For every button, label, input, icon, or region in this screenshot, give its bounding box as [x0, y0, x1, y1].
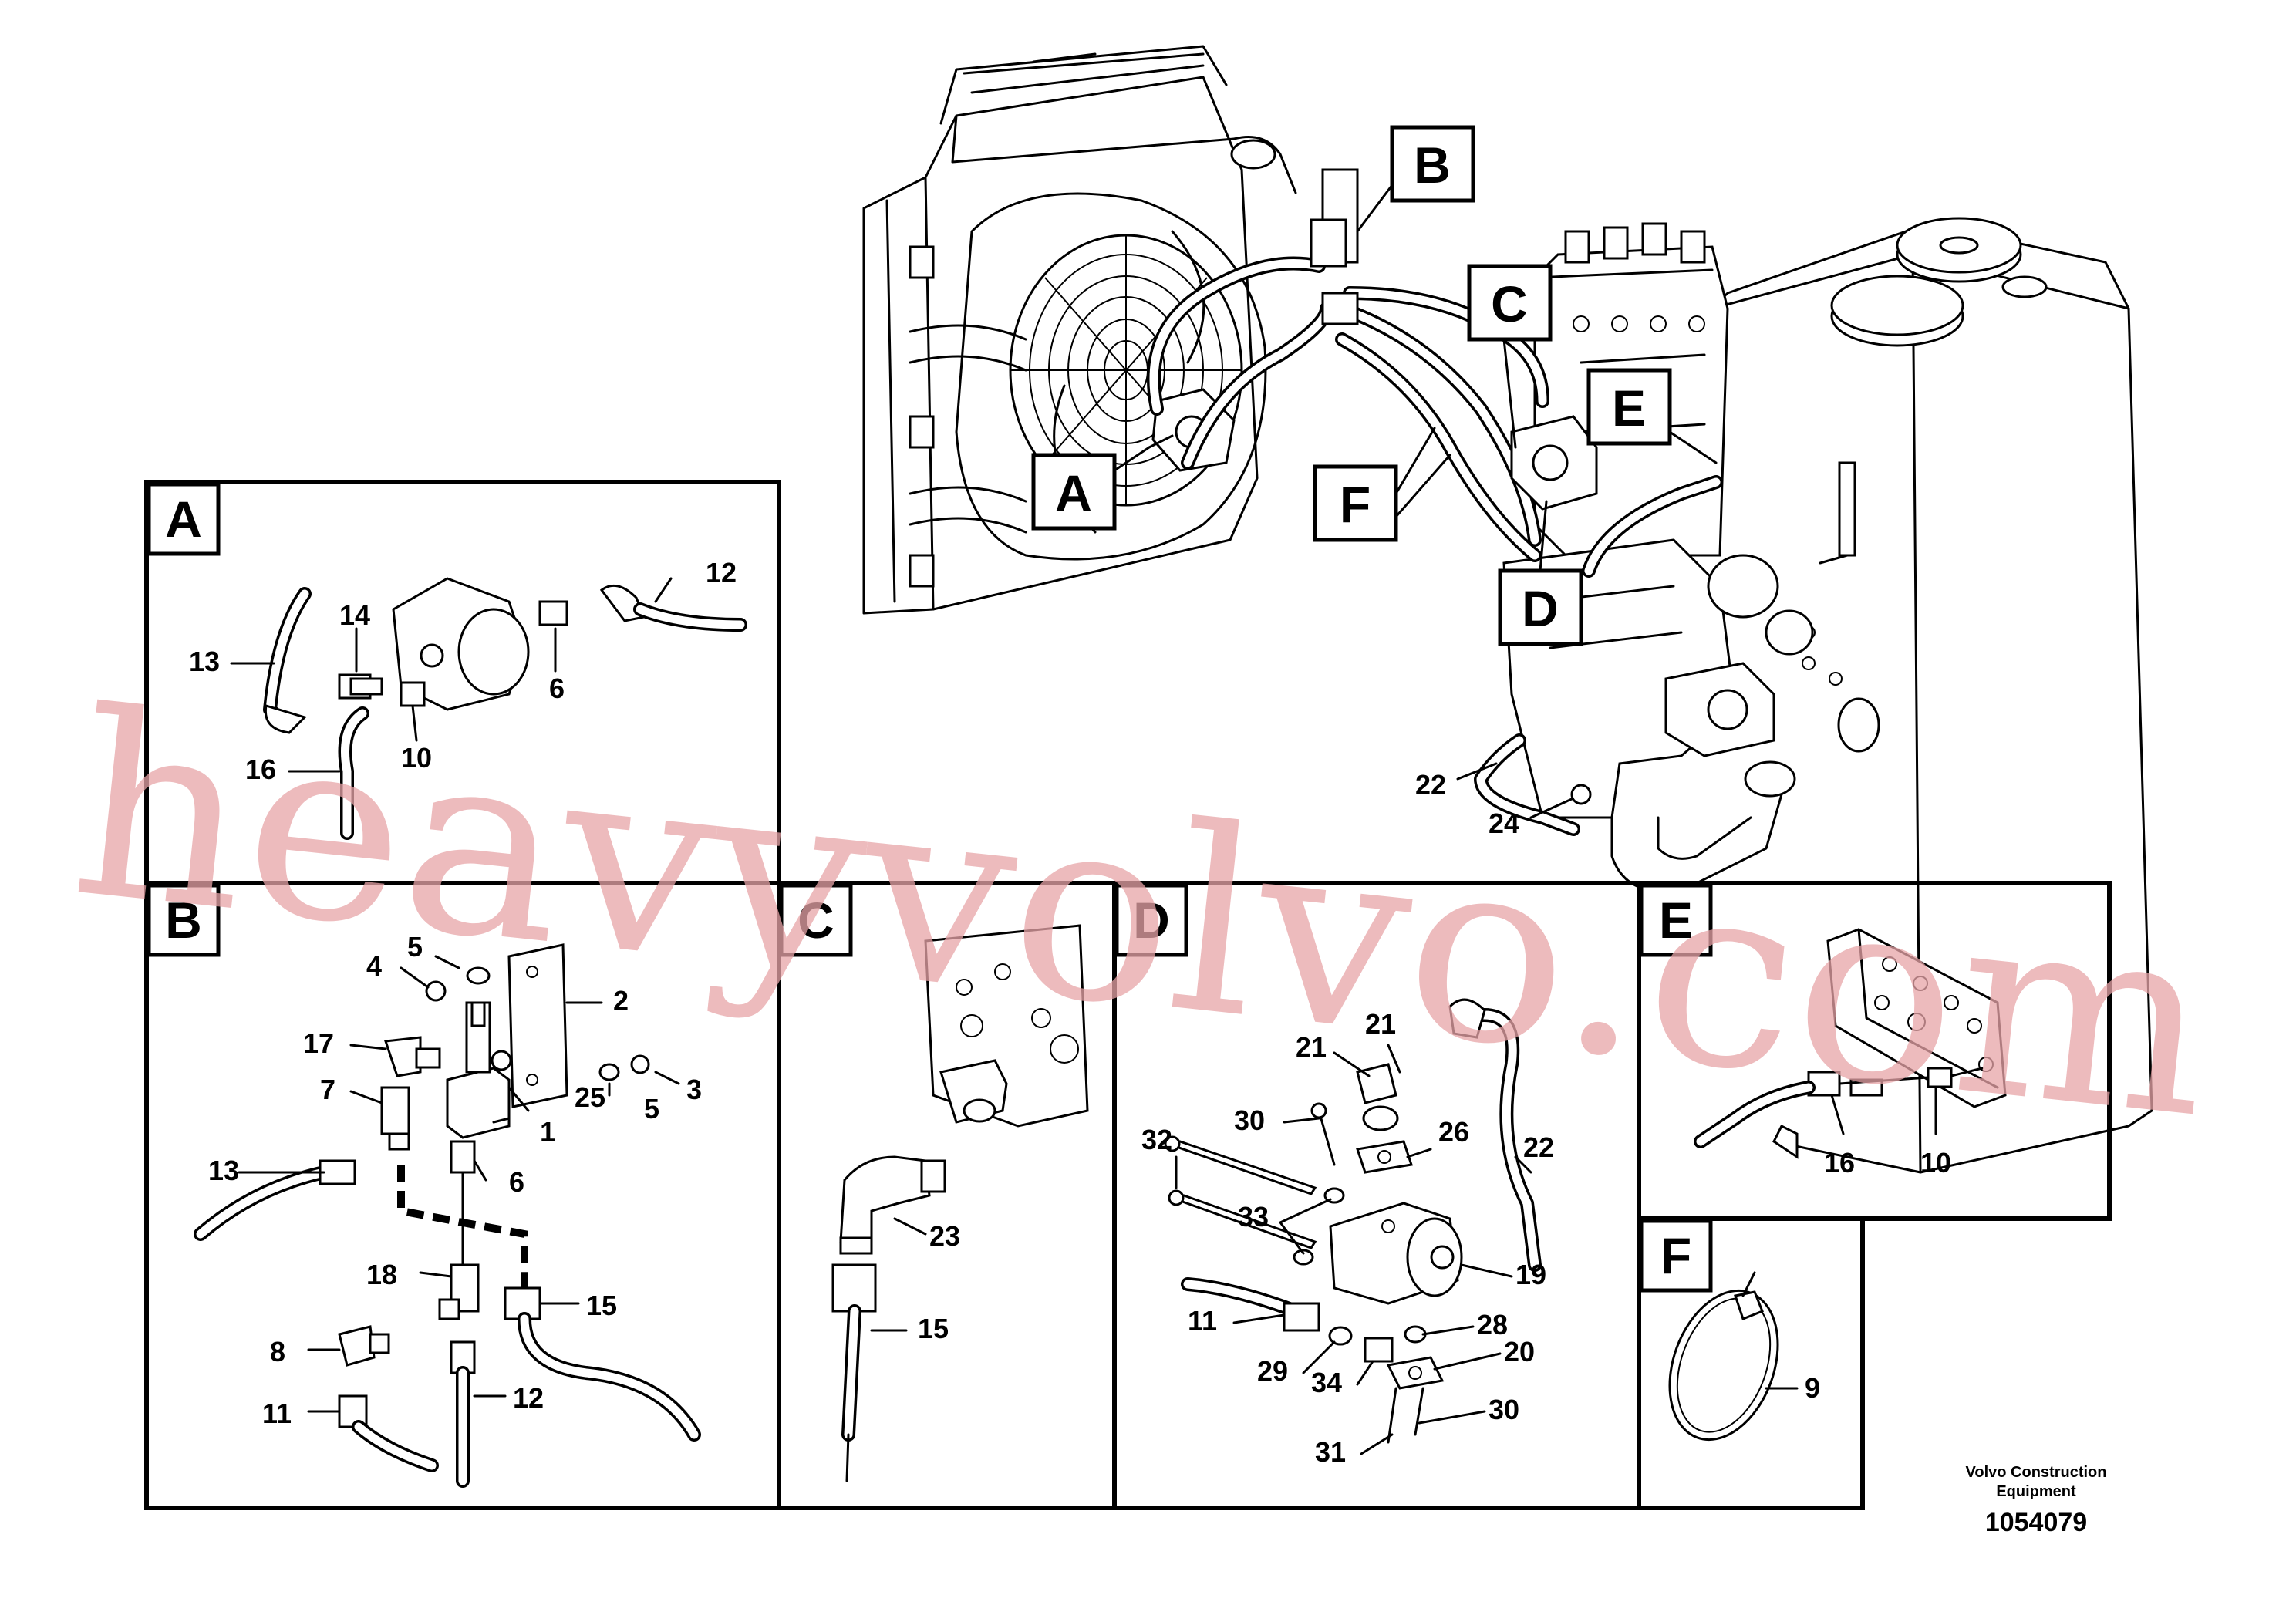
part-number-4-b: 4	[366, 950, 382, 982]
main-part-labels: 22 24	[1415, 762, 1592, 839]
part-number-34-d: 34	[1311, 1367, 1342, 1398]
svg-text:E: E	[1612, 379, 1646, 437]
svg-text:B: B	[165, 892, 202, 949]
callout-d-main[interactable]: D	[1498, 500, 1583, 646]
part-number-21-d-top: 21	[1365, 1008, 1396, 1040]
part-number-10-e: 10	[1920, 1147, 1951, 1179]
detail-panel-c: C 23 15	[777, 881, 1117, 1510]
part-number-9-f: 9	[1805, 1372, 1820, 1404]
part-number-24-main: 24	[1489, 808, 1519, 839]
part-number-21-d: 21	[1296, 1031, 1327, 1063]
part-number-8-b: 8	[270, 1336, 285, 1367]
detail-panel-e: E 16 10	[1637, 881, 2112, 1221]
callout-e-main[interactable]: E	[1586, 368, 1718, 464]
part-number-3-b: 3	[686, 1074, 702, 1105]
part-number-14-a: 14	[339, 599, 370, 631]
part-number-29-d: 29	[1257, 1355, 1288, 1387]
svg-text:C: C	[797, 892, 834, 949]
svg-text:C: C	[1491, 275, 1528, 332]
part-number-32-d: 32	[1141, 1124, 1172, 1155]
svg-text:B: B	[1414, 137, 1451, 194]
part-number-26-d: 26	[1438, 1116, 1469, 1148]
callout-f-main[interactable]: F	[1313, 427, 1451, 542]
part-number-11-d: 11	[1188, 1305, 1217, 1337]
part-number-7-b: 7	[320, 1074, 335, 1105]
panel-b-label[interactable]: B	[147, 883, 221, 957]
panel-a-label[interactable]: A	[147, 482, 221, 556]
part-number-33-d: 33	[1238, 1201, 1269, 1233]
part-number-31-d: 31	[1315, 1436, 1346, 1468]
part-number-5-b-right: 5	[644, 1093, 659, 1125]
part-number-15-c: 15	[918, 1313, 949, 1344]
svg-text:E: E	[1659, 892, 1693, 949]
part-number-16-e: 16	[1824, 1147, 1855, 1179]
company-name-line1: Volvo Construction	[1966, 1464, 2107, 1481]
part-number-22-d: 22	[1523, 1131, 1554, 1163]
part-number-5-b-top: 5	[407, 931, 423, 963]
svg-text:A: A	[165, 491, 202, 548]
part-number-13-a: 13	[189, 646, 220, 677]
part-number-13-b: 13	[208, 1155, 239, 1186]
part-number-30-d: 30	[1489, 1394, 1519, 1425]
callout-b-main[interactable]: B	[1356, 125, 1475, 233]
part-number-28-d: 28	[1477, 1309, 1508, 1340]
svg-text:A: A	[1055, 464, 1092, 521]
part-number-10-a: 10	[401, 742, 432, 774]
part-number-23-c: 23	[929, 1220, 960, 1252]
document-number: 1054079	[1985, 1508, 2087, 1537]
panel-f-label[interactable]: F	[1639, 1219, 1713, 1293]
callout-a-main[interactable]: A	[1031, 434, 1174, 531]
svg-text:F: F	[1340, 476, 1371, 533]
part-number-30-d-top: 30	[1234, 1104, 1265, 1136]
detail-panel-a: A 12 13 14 6 16 10	[144, 480, 781, 885]
part-number-12-b: 12	[513, 1382, 544, 1414]
company-name-line2: Equipment	[1996, 1483, 2076, 1500]
callout-c-main[interactable]: C	[1467, 264, 1553, 449]
part-number-15-b: 15	[586, 1290, 617, 1321]
part-number-17-b: 17	[303, 1027, 334, 1059]
panel-e-label[interactable]: E	[1639, 883, 1713, 957]
part-number-22-main: 22	[1415, 769, 1446, 801]
panel-c-label[interactable]: C	[779, 883, 853, 957]
part-number-16-a: 16	[245, 754, 276, 785]
panel-d-label[interactable]: D	[1114, 883, 1188, 957]
part-number-12-a: 12	[706, 557, 737, 588]
main-assembly: A B C D E	[862, 45, 2153, 1174]
part-number-2-b: 2	[613, 985, 629, 1017]
hydraulic-tank	[1711, 217, 2153, 1174]
part-number-6-a: 6	[549, 673, 565, 704]
part-number-18-b: 18	[366, 1259, 397, 1290]
part-number-20-d: 20	[1504, 1336, 1535, 1367]
part-number-11-b: 11	[262, 1398, 292, 1429]
part-number-1-b: 1	[540, 1116, 555, 1148]
main-callouts: A B C D E	[1031, 125, 1718, 646]
footer-info: Volvo Construction Equipment 1054079	[1966, 1464, 2107, 1537]
svg-text:F: F	[1660, 1227, 1691, 1284]
svg-text:D: D	[1522, 580, 1559, 637]
part-number-25-b: 25	[575, 1081, 605, 1113]
svg-text:D: D	[1133, 892, 1170, 949]
part-number-19-d: 19	[1515, 1259, 1546, 1290]
detail-panel-f: F 9	[1637, 1216, 1865, 1510]
detail-panel-b: B	[144, 881, 781, 1510]
part-number-6-b: 6	[509, 1166, 524, 1198]
